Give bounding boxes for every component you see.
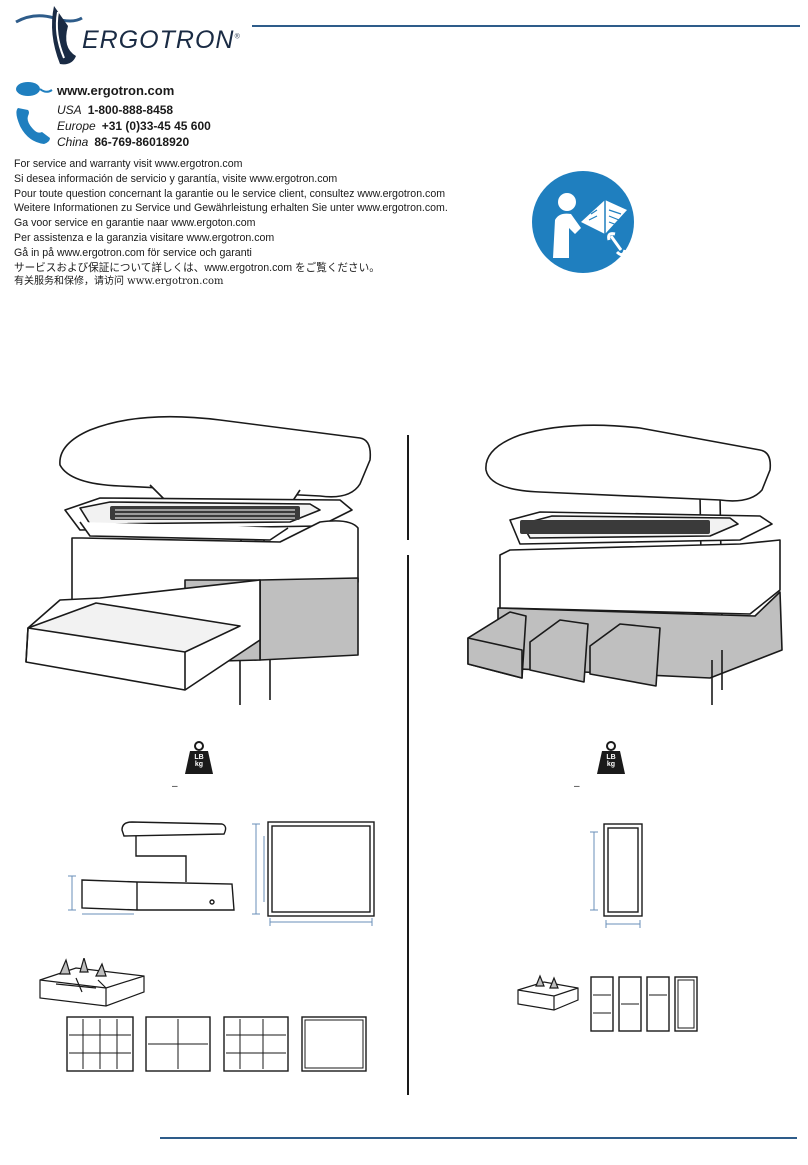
- read-manual-icon: [532, 171, 634, 273]
- weight-capacity-left: –: [172, 781, 178, 792]
- service-line: Ga voor service en garantie naar www.erg…: [14, 217, 256, 230]
- footer-rule: [160, 1137, 797, 1139]
- column-divider: [407, 555, 409, 1095]
- phone-icon: [16, 108, 50, 144]
- header-rule: [252, 25, 800, 27]
- single-drawer-side-dimensions: [68, 821, 235, 915]
- weight-capacity-right: –: [574, 781, 580, 792]
- service-line: Si desea información de servicio y garan…: [14, 172, 338, 185]
- brand-wordmark: ERGOTRON®: [82, 26, 241, 54]
- mouse-icon: [16, 82, 53, 96]
- narrow-layout-open: [674, 976, 698, 1032]
- service-line: Gå in på www.ergotron.com för service oc…: [14, 246, 252, 259]
- service-line: Per assistenza e la garanzia visitare ww…: [14, 231, 275, 244]
- triple-drawer-illustration: [467, 424, 783, 705]
- website-link[interactable]: www.ergotron.com: [57, 83, 175, 98]
- narrow-layout-2-cell: [646, 976, 670, 1032]
- weight-unit-kg: kg: [194, 761, 204, 768]
- weight-icon: [597, 741, 625, 774]
- service-line: 有关服务和保修，请访问 www.ergotron.com: [14, 276, 224, 288]
- single-drawer-illustration: [25, 415, 372, 705]
- ergotron-logo: [15, 6, 83, 65]
- column-divider: [407, 435, 409, 540]
- weight-unit-kg: kg: [606, 761, 616, 768]
- single-drawer-top-dimensions: [252, 821, 375, 926]
- narrow-layout-2-cell: [618, 976, 642, 1032]
- single-drawer-divider-insert: [39, 958, 145, 1007]
- phone-europe: Europe+31 (0)33-45 45 600: [57, 119, 211, 133]
- service-line: サービスおよび保証について詳しくは、www.ergotron.com をご覧くだ…: [14, 261, 380, 274]
- triple-drawer-top-dimensions: [590, 823, 643, 928]
- divider-layout-12-cell: [66, 1016, 134, 1072]
- weight-units: LB kg: [184, 754, 214, 768]
- weight-unit-lb: LB: [194, 754, 204, 761]
- service-text-block: For service and warranty visit www.ergot…: [14, 157, 448, 290]
- service-line: Weitere Informationen zu Service und Gew…: [14, 202, 448, 215]
- weight-unit-lb: LB: [606, 754, 616, 761]
- divider-layout-4-cell: [145, 1016, 211, 1072]
- divider-layout-9-cell: [223, 1016, 289, 1072]
- narrow-layout-3-cell: [590, 976, 614, 1032]
- weight-units: LB kg: [596, 754, 626, 768]
- service-line: Pour toute question concernant la garant…: [14, 187, 446, 200]
- divider-layout-open: [301, 1016, 367, 1072]
- service-line: For service and warranty visit www.ergot…: [14, 158, 243, 170]
- weight-icon: [185, 741, 213, 774]
- triple-drawer-divider-insert: [517, 974, 579, 1011]
